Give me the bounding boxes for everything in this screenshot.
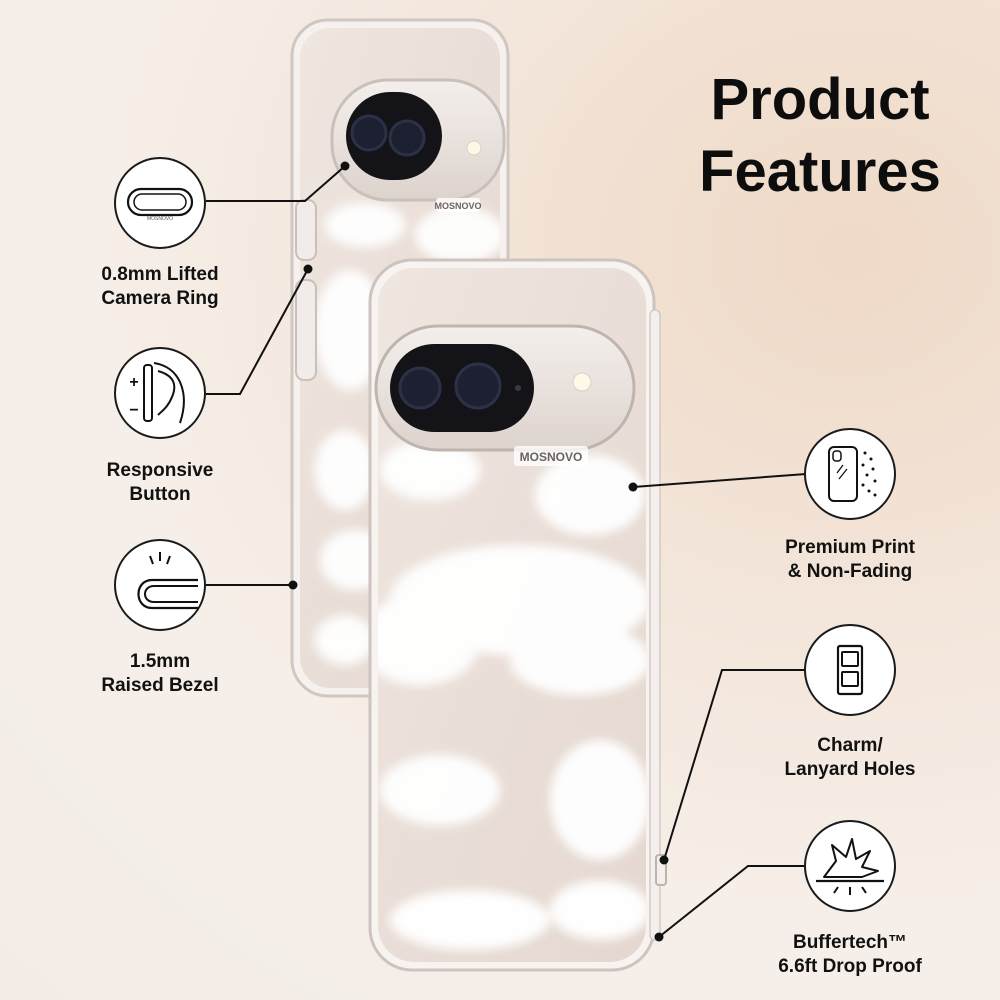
connector-lines xyxy=(206,165,807,938)
lanyard-holes-icon xyxy=(836,644,864,696)
page-title: Product Features xyxy=(690,64,950,208)
holes-dot xyxy=(659,855,669,865)
camera-ring-label: 0.8mm Lifted Camera Ring xyxy=(70,263,250,311)
button-press-icon: + − xyxy=(129,362,185,424)
camera-ring-label-2: Camera Ring xyxy=(101,288,219,309)
drop-label-2: 6.6ft Drop Proof xyxy=(778,956,922,977)
button-label-2: Button xyxy=(129,484,191,505)
camera-ring-dot xyxy=(340,161,350,171)
title-line-1: Product xyxy=(710,67,930,132)
camera-ring-badge: MOSNOVO xyxy=(114,157,206,249)
bezel-label: 1.5mm Raised Bezel xyxy=(70,650,250,698)
phone-print-icon xyxy=(828,446,877,502)
print-badge xyxy=(804,428,896,520)
holes-label-2: Lanyard Holes xyxy=(784,759,916,780)
front-phone xyxy=(368,258,667,972)
holes-label-1: Charm/ xyxy=(817,735,883,756)
holes-label: Charm/ Lanyard Holes xyxy=(755,734,945,782)
button-dot xyxy=(303,264,313,274)
print-label: Premium Print & Non-Fading xyxy=(755,536,945,584)
drop-impact-icon xyxy=(816,838,884,895)
front-brand-text: MOSNOVO xyxy=(520,450,583,464)
minus-sign: − xyxy=(129,402,138,419)
button-label: Responsive Button xyxy=(70,459,250,507)
button-badge: + − xyxy=(114,347,206,439)
print-label-2: & Non-Fading xyxy=(787,561,913,582)
bezel-dot xyxy=(288,580,298,590)
back-brand-text: MOSNOVO xyxy=(434,201,481,211)
drop-label: Buffertech™ 6.6ft Drop Proof xyxy=(745,931,955,979)
title-line-2: Features xyxy=(699,139,941,204)
ring-brand-text: MOSNOVO xyxy=(147,216,173,222)
drop-label-1: Buffertech™ xyxy=(792,932,907,953)
plus-sign: + xyxy=(129,374,138,391)
bezel-label-1: 1.5mm xyxy=(129,651,191,672)
bezel-label-2: Raised Bezel xyxy=(101,675,219,696)
button-label-1: Responsive xyxy=(106,460,214,481)
print-label-1: Premium Print xyxy=(785,537,915,558)
bezel-badge xyxy=(114,539,206,631)
print-dot xyxy=(628,482,638,492)
drop-badge xyxy=(804,820,896,912)
raised-bezel-icon xyxy=(137,552,198,610)
holes-badge xyxy=(804,624,896,716)
camera-ring-label-1: 0.8mm Lifted xyxy=(101,264,219,285)
drop-dot xyxy=(654,932,664,942)
camera-ring-icon: MOSNOVO xyxy=(126,187,194,222)
